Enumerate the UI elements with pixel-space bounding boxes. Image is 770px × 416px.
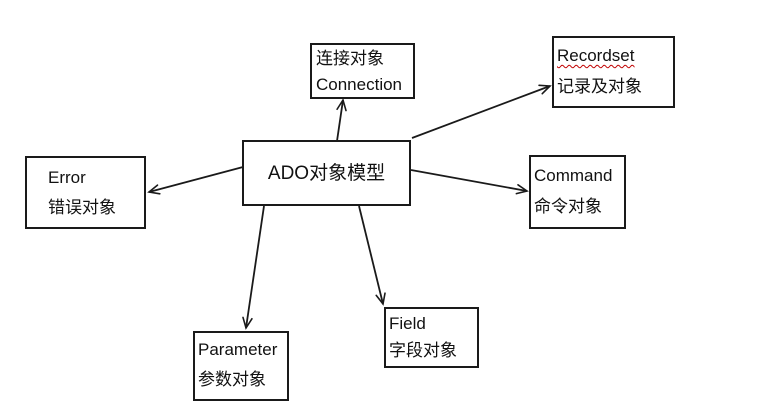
arrow-center-to-recordset <box>411 84 552 139</box>
node-connection-label-en: Connection <box>316 75 403 94</box>
node-command: Command 命令对象 <box>529 155 626 229</box>
node-field-label-en: Field <box>389 314 426 333</box>
node-ado-object-model: ADO对象模型 <box>242 140 411 206</box>
arrow-center-to-field <box>358 205 386 306</box>
node-error-label-en: Error <box>48 168 86 187</box>
node-field: Field 字段对象 <box>384 307 479 368</box>
node-field-label-cn: 字段对象 <box>389 341 457 360</box>
node-command-label-cn: 命令对象 <box>534 197 602 216</box>
node-recordset-label-cn: 记录及对象 <box>557 77 642 96</box>
node-connection: 连接对象 Connection <box>310 43 415 99</box>
node-command-label-en: Command <box>534 166 613 185</box>
node-parameter: Parameter 参数对象 <box>193 331 289 401</box>
arrow-center-to-connection <box>336 98 347 142</box>
node-ado-object-model-label: ADO对象模型 <box>267 162 386 184</box>
node-recordset-label-en: Recordset <box>557 46 635 65</box>
arrow-center-to-error <box>147 166 244 195</box>
node-parameter-label-cn: 参数对象 <box>198 370 266 389</box>
arrow-center-to-parameter <box>242 205 265 330</box>
node-connection-label-cn: 连接对象 <box>316 49 384 68</box>
node-parameter-label-en: Parameter <box>198 340 278 359</box>
node-recordset: Recordset 记录及对象 <box>552 36 675 108</box>
arrow-center-to-command <box>410 169 529 195</box>
node-error: Error 错误对象 <box>25 156 146 229</box>
node-error-label-cn: 错误对象 <box>48 198 116 217</box>
